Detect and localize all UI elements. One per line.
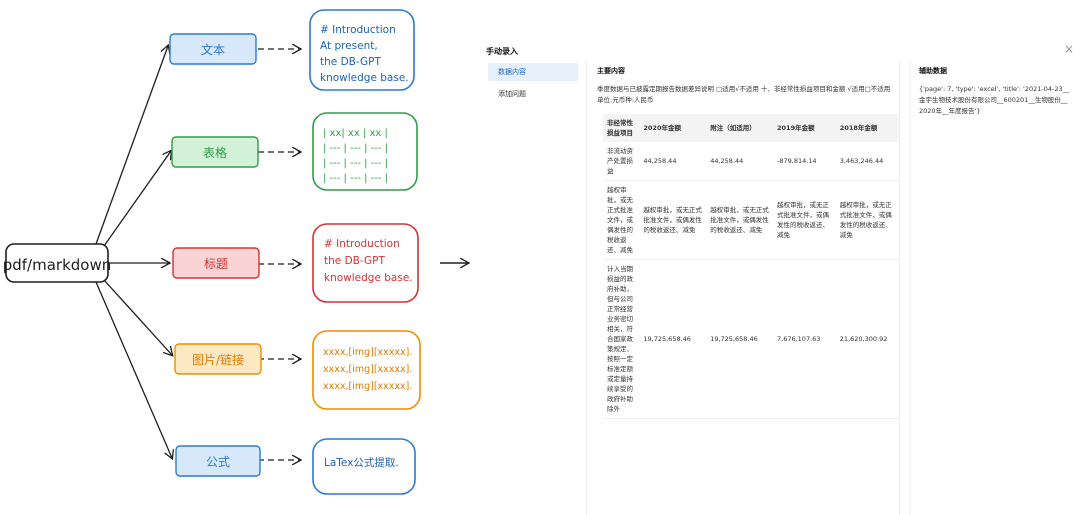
svg-text:the DB-GPT: the DB-GPT [324,255,385,267]
dashed-arrows [258,49,300,460]
table-cell: -879,814.14 [773,142,836,181]
table-cell: 计入当期损益的政府补助，但与公司正常经营业务密切相关，符合国家政策规定、按照一定… [603,259,640,419]
close-icon[interactable]: × [1063,42,1074,56]
svg-text:# Introduction: # Introduction [324,238,400,250]
sidebar-item-add-question[interactable]: 添加问题 [498,90,526,98]
table-cell: 3,463,246.44 [835,142,899,181]
col-header-2018: 2018年金额 [835,114,899,142]
output-box-image-link: xxxx,[img][xxxxx]. xxxx,[img][xxxxx]. xx… [312,330,421,410]
source-node-label: pdf/markdown [3,256,112,274]
output-box-text: # Introduction At present, the DB-GPT kn… [309,9,415,91]
svg-text:| --- | --- | --- |: | --- | --- | --- | [323,143,388,154]
col-header-2020: 2020年金额 [639,114,707,142]
table-cell: 19,725,658.46 [639,259,707,419]
main-content-panel: 主要内容 季度数据与已披露定期报告数据差异说明 □适用√不适用 十、非经常性损益… [586,60,900,515]
table-row: 越权审批，或无正式批准文件，或偶发性的税收返还、减免 越权审批，或无正式批准文件… [603,180,899,260]
table-cell: 越权审批，或无正式批准文件，或偶发性的税收返还、减免 [835,180,899,260]
aux-data-content: {'page': 7, 'type': 'excel', 'title': '2… [919,85,1070,115]
col-header-note: 附注（如适用） [706,114,773,142]
table-cell: 越权审批，或无正式批准文件，或偶发性的税收返还、减免 [706,180,773,260]
main-content-description: 季度数据与已披露定期报告数据差异说明 □适用√不适用 十、非经常性损益项目和金额… [597,85,891,104]
data-table: 非经常性损益项目 2020年金额 附注（如适用） 2019年金额 2018年金额… [603,114,899,419]
type-node-table: 表格 [171,136,259,168]
table-cell: 44,258.44 [706,142,773,181]
svg-text:| xx| xx | xx |: | xx| xx | xx | [323,128,388,139]
svg-text:公式: 公式 [206,455,230,469]
svg-text:xxxx,[img][xxxxx].: xxxx,[img][xxxxx]. [323,364,412,375]
col-header-item: 非经常性损益项目 [603,114,640,142]
dialog-title: 手动录入 [486,47,518,56]
table-cell: 非流动资产处置损益 [603,142,640,181]
svg-text:| --- | --- | --- |: | --- | --- | --- | [323,158,388,169]
table-cell: 19,725,658.46 [706,259,773,419]
svg-text:| --- | --- | --- |: | --- | --- | --- | [323,173,388,184]
svg-text:the DB-GPT: the DB-GPT [320,56,381,68]
svg-text:图片/链接: 图片/链接 [192,352,244,367]
type-node-text: 文本 [169,33,257,65]
type-node-heading: 标题 [172,247,260,279]
table-cell: 越权审批，或无正式批准文件，或偶发性的税收返还、减免 [603,180,640,260]
output-box-heading: # Introduction the DB-GPT knowledge base… [312,223,419,303]
svg-text:xxxx,[img][xxxxx].: xxxx,[img][xxxxx]. [323,347,412,358]
table-cell: 21,620,300.92 [835,259,899,419]
branch-lines [95,46,172,458]
output-box-table: | xx| xx | xx | | --- | --- | --- | | --… [312,112,418,191]
col-header-2019: 2019年金额 [773,114,836,142]
table-row: 计入当期损益的政府补助，但与公司正常经营业务密切相关，符合国家政策规定、按照一定… [603,259,899,419]
type-node-image-link: 图片/链接 [174,343,262,375]
type-node-formula: 公式 [175,445,261,477]
table-cell: 越权审批，或无正式批准文件，或偶发性的税收返还、减免 [773,180,836,260]
svg-text:表格: 表格 [203,145,227,160]
svg-text:At present,: At present, [320,40,378,52]
output-box-formula: LaTex公式提取. [312,438,416,495]
svg-text:knowledge base.: knowledge base. [320,72,409,84]
svg-text:LaTex公式提取.: LaTex公式提取. [324,456,399,469]
svg-text:knowledge base.: knowledge base. [324,272,413,284]
table-header-row: 非经常性损益项目 2020年金额 附注（如适用） 2019年金额 2018年金额 [603,114,899,142]
table-cell: 越权审批，或无正式批准文件，或偶发性的税收返还、减免 [639,180,707,260]
svg-text:xxxx,[img][xxxxx].: xxxx,[img][xxxxx]. [323,381,412,392]
table-cell: 7,676,107.63 [773,259,836,419]
aux-data-panel: 辅助数据 {'page': 7, 'type': 'excel', 'title… [910,60,1077,515]
aux-data-heading: 辅助数据 [919,67,947,75]
svg-text:标题: 标题 [204,257,228,271]
svg-text:# Introduction: # Introduction [320,24,396,36]
svg-text:文本: 文本 [201,42,225,57]
manual-entry-dialog: 手动录入 × 数据内容 添加问题 主要内容 季度数据与已披露定期报告数据差异说明… [474,38,1080,515]
pipeline-diagram: pdf/markdown 文本 # Introduction At presen… [3,9,470,495]
main-content-heading: 主要内容 [597,67,625,75]
sidebar-item-data-content[interactable]: 数据内容 [488,63,578,81]
table-row: 非流动资产处置损益 44,258.44 44,258.44 -879,814.1… [603,142,899,181]
table-cell: 44,258.44 [639,142,707,181]
